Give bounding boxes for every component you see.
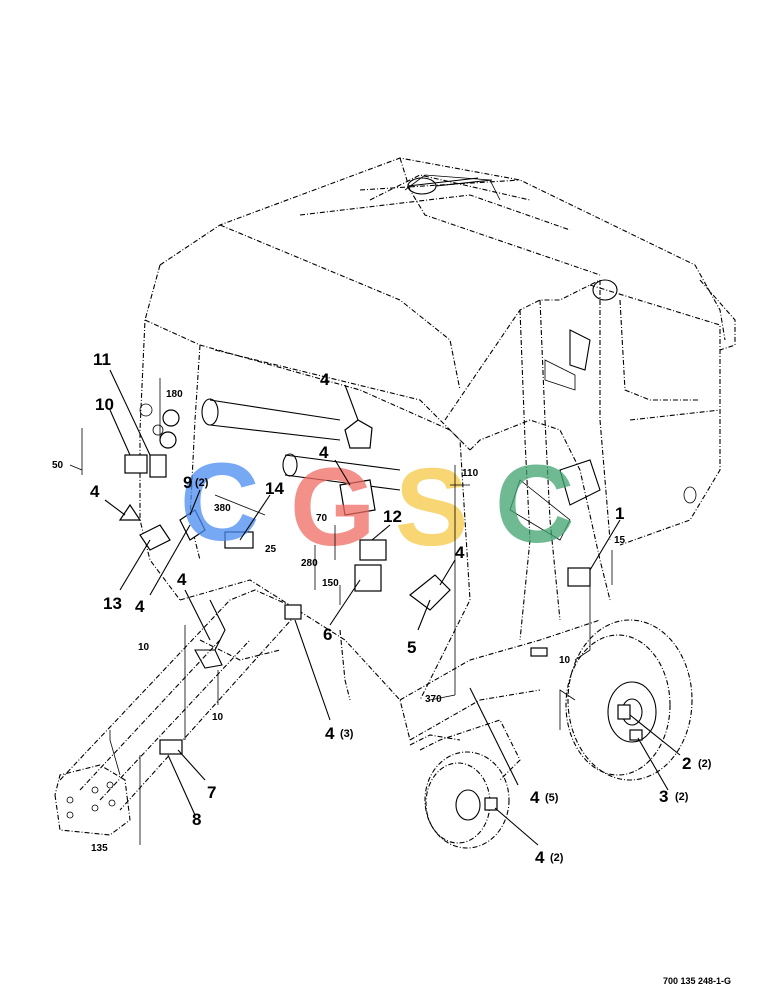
callout-6: 6 [323, 625, 332, 644]
dimension-180: 180 [166, 389, 183, 400]
callout-5: 5 [407, 638, 416, 657]
callout-labels: 11 10 4 13 4 9 (2) 14 4 4 12 6 5 4 4 4 (… [90, 350, 712, 867]
callout-4-middle: 4 [319, 443, 329, 462]
callout-2: 2 [682, 754, 691, 773]
callout-4-2: 4 [535, 848, 545, 867]
callout-3-qty: (2) [675, 791, 689, 803]
decal-14 [224, 531, 254, 549]
watermark-letter: G [290, 446, 376, 569]
dimension-10-jack: 10 [212, 712, 224, 723]
dimension-70: 70 [316, 513, 328, 524]
dimension-380: 380 [214, 503, 231, 514]
decal-5 [409, 574, 451, 611]
callout-9-qty: (2) [195, 477, 209, 489]
callout-4-at-5: 4 [455, 543, 465, 562]
watermark-letter: C [180, 441, 259, 564]
dimension-10-frame: 10 [559, 655, 571, 666]
dimension-110: 110 [462, 468, 479, 479]
gauge-wheel [409, 719, 521, 849]
decal-10 [124, 454, 148, 474]
decal-12 [359, 539, 387, 561]
callout-4-3: 4 [325, 724, 335, 743]
dimension-lines [69, 378, 613, 845]
callout-4-3-qty: (3) [340, 728, 354, 740]
callout-1: 1 [615, 504, 624, 523]
decal-4-5 [530, 647, 548, 657]
callout-4-lower: 4 [135, 597, 145, 616]
callout-2-qty: (2) [698, 758, 712, 770]
dimension-50: 50 [52, 460, 64, 471]
decal-4-3 [284, 604, 302, 620]
decal-2 [617, 704, 631, 720]
decal-7 [159, 739, 183, 755]
dimension-25: 25 [265, 544, 277, 555]
callout-3: 3 [659, 787, 668, 806]
callout-4-2-qty: (2) [550, 852, 564, 864]
decal-4-middle [339, 479, 376, 516]
dimension-15: 15 [614, 535, 626, 546]
cgsc-watermark: C G S C [180, 441, 574, 569]
decal-4-left [118, 503, 142, 521]
sticker-round-a [162, 409, 180, 427]
callout-11: 11 [93, 350, 111, 369]
decal-3 [629, 729, 643, 741]
dimension-labels: 180 50 380 70 110 25 280 150 15 10 10 10… [52, 389, 626, 854]
callout-9: 9 [183, 473, 192, 492]
decal-4-wheel [484, 797, 498, 811]
dimension-150: 150 [322, 578, 339, 589]
main-tire [559, 619, 693, 781]
dimension-280: 280 [301, 558, 318, 569]
callout-12: 12 [383, 507, 402, 526]
dimension-10-hitch: 10 [138, 642, 150, 653]
drawing-number: 700 135 248-1-G [663, 976, 731, 986]
dimension-370: 370 [425, 694, 442, 705]
decal-13 [139, 524, 171, 551]
callout-4-left: 4 [90, 482, 100, 501]
callout-4-5-qty: (5) [545, 792, 559, 804]
callout-14: 14 [265, 479, 284, 498]
callout-4-hood: 4 [320, 370, 330, 389]
callout-4-5: 4 [530, 788, 540, 807]
watermark-letter: S [395, 446, 468, 569]
decal-1 [567, 567, 591, 587]
callout-7: 7 [207, 783, 216, 802]
watermark-letter: C [495, 443, 574, 566]
decal-4-hood [344, 419, 373, 449]
callout-4-jack: 4 [177, 570, 187, 589]
callout-13: 13 [103, 594, 122, 613]
decal-11 [149, 454, 167, 478]
dimension-135: 135 [91, 843, 108, 854]
callout-8: 8 [192, 810, 201, 829]
baler-line-art [54, 157, 736, 849]
decal-6 [354, 564, 382, 592]
sticker-round-b [159, 431, 177, 449]
leader-lines [104, 369, 681, 846]
callout-10: 10 [95, 395, 114, 414]
